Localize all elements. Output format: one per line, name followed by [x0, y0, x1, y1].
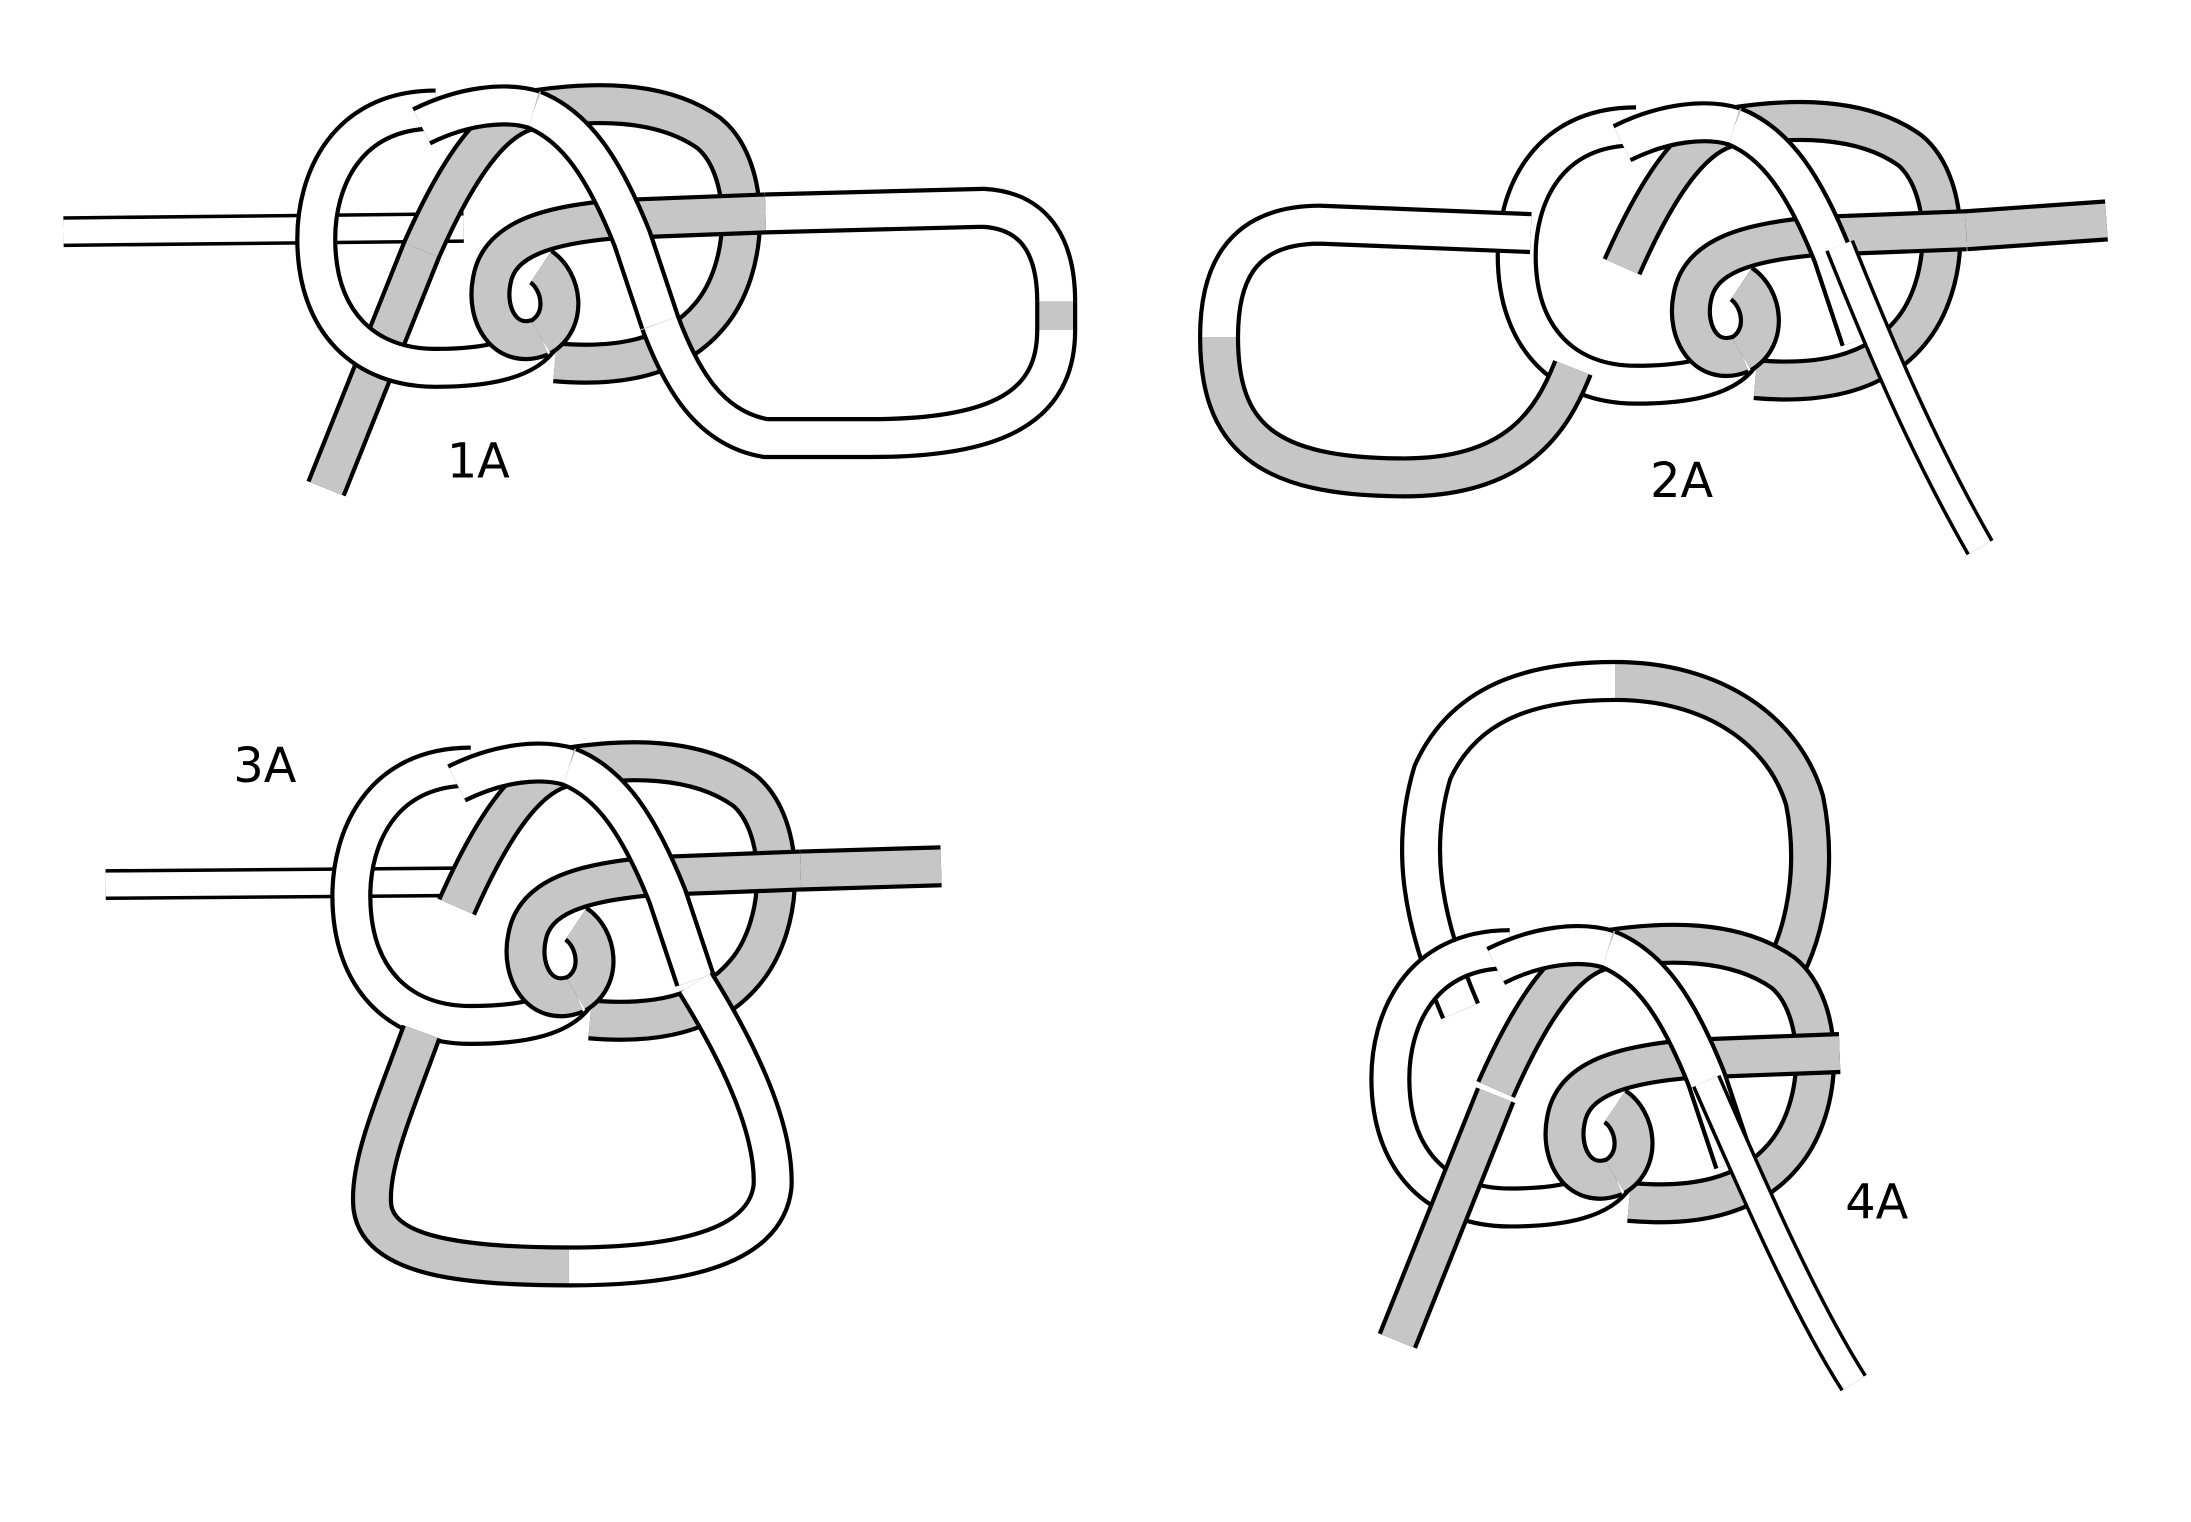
rope-gray-tail	[800, 849, 942, 888]
rope-gray-loop-top	[1614, 664, 1827, 993]
knot-step-2A	[1197, 121, 2108, 556]
label-2A: 2A	[1650, 454, 1713, 509]
label-4A: 4A	[1845, 1176, 1908, 1231]
rope-thin-tail	[1695, 1076, 1864, 1390]
label-1A: 1A	[447, 434, 510, 489]
rope-thin-tail	[1828, 241, 1991, 554]
rope-gray-tail	[1381, 1088, 1512, 1348]
rope-white-loop-top	[765, 190, 1074, 303]
rope-white-loop-top	[1404, 664, 1616, 1018]
knot-step-1A	[63, 104, 1078, 497]
rope-gray-loop-bottom	[355, 1026, 569, 1284]
label-3A: 3A	[233, 739, 296, 794]
rope-gray-loop-bottom	[1202, 336, 1589, 495]
rope-thin-standing-part	[105, 869, 464, 897]
knot-step-3A	[105, 761, 942, 1288]
knot-step-4A	[1381, 659, 1867, 1392]
rope-gray-tail	[1964, 203, 2108, 248]
rope-white-loop-bottom	[568, 973, 790, 1284]
rope-thin-standing-part	[63, 215, 464, 244]
rope-white-loop-top	[1202, 207, 1532, 338]
rope-white-loop-bottom	[644, 316, 1074, 455]
knot-core	[1517, 121, 1966, 385]
